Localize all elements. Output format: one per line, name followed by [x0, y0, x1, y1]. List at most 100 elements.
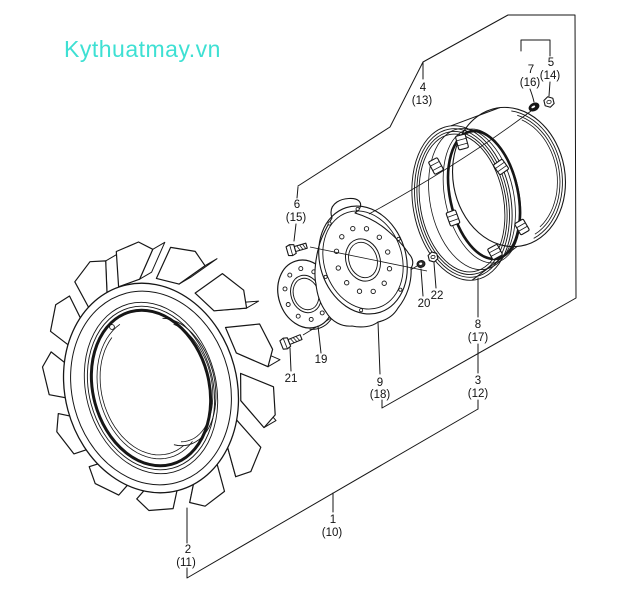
callout-5-alt: (14)	[540, 70, 561, 82]
rim-clip	[493, 158, 509, 176]
hub-rim-hole	[323, 274, 328, 279]
callout-6-alt: (15)	[286, 212, 307, 224]
hub-face-ring	[318, 205, 408, 315]
rim-front-ring	[414, 128, 510, 278]
callout-labels: 4 (13) 7 (16) 5 (14) 6 (15) 8 (17) 3 (12…	[176, 57, 560, 569]
tire	[41, 241, 281, 512]
callout-22: 22	[431, 290, 444, 302]
disc-bolt-hole	[319, 310, 325, 316]
rim-lock-ring-inner	[442, 128, 522, 264]
rim-clip	[455, 133, 469, 151]
rim-lock-ring	[446, 129, 522, 261]
hub-bolt-hole	[335, 265, 341, 271]
hub-bolt-hole	[376, 234, 382, 240]
hub-bolt-hole	[370, 288, 376, 295]
callout-21: 21	[285, 373, 298, 385]
tire-bead	[89, 308, 213, 468]
rim-clip	[487, 244, 503, 260]
wheel-hub	[314, 197, 414, 328]
callout-8: 8	[475, 319, 481, 331]
rim-well-ring	[428, 127, 516, 271]
leader-6	[293, 223, 297, 242]
hub-bolt-hole	[339, 234, 345, 240]
tire-valve-hole	[109, 324, 115, 330]
washer-7	[528, 102, 540, 112]
callout-2: 2	[185, 544, 191, 556]
tire-lug	[115, 241, 154, 288]
watermark-text: Kythuatmay.vn	[64, 36, 221, 62]
tire-far-bead	[173, 323, 214, 443]
callout-5: 5	[548, 57, 554, 69]
leader-1-line	[186, 408, 479, 579]
disc-bolt-hole	[298, 266, 304, 272]
leader-20	[420, 268, 424, 297]
hub-bolt-hole	[356, 288, 363, 294]
tire-lug	[224, 323, 274, 368]
leader-6-top	[296, 186, 299, 199]
callout-2-alt: (11)	[176, 557, 196, 569]
wheel-rim	[411, 106, 567, 281]
nut-5	[543, 96, 555, 108]
callout-1-alt: (10)	[322, 527, 343, 539]
rim-front-ring	[418, 133, 506, 273]
callout-9: 9	[377, 377, 383, 389]
callout-4: 4	[420, 82, 427, 94]
callout-7-alt: (16)	[520, 77, 541, 89]
tire-inner-arc	[99, 337, 185, 456]
callout-3: 3	[475, 375, 481, 387]
leader-5	[548, 81, 551, 97]
hub-bolt-hole	[381, 280, 387, 286]
bracket-line-main	[297, 14, 577, 409]
rim-clips	[428, 133, 530, 260]
leader-19	[317, 325, 322, 354]
callout-6: 6	[294, 199, 300, 211]
hub-bolt-hole	[385, 249, 391, 255]
rim-front-ring	[411, 125, 513, 281]
nut-22	[427, 251, 439, 263]
tire-bead-line	[83, 301, 219, 475]
hub-rim-hole	[327, 221, 332, 226]
callout-8-alt: (17)	[468, 332, 489, 344]
rim-barrel-top	[450, 107, 500, 127]
bolt-21	[279, 334, 303, 350]
rim-back-line	[517, 114, 561, 235]
tire-lug	[155, 246, 206, 285]
rim-back-line	[511, 110, 563, 239]
hub-outline	[314, 197, 414, 328]
disc-bolt-hole	[287, 272, 293, 278]
wheel-axis-line	[368, 110, 532, 215]
hub-rim-hole	[396, 236, 401, 241]
disc-bolt-hole	[282, 286, 288, 292]
tire-sidewall-line	[70, 290, 232, 486]
tire-bead-line	[86, 305, 216, 471]
disc-bolt-hole	[285, 302, 291, 307]
bolt-axis-line	[309, 246, 428, 272]
nut-20	[416, 260, 426, 268]
leader-9	[377, 321, 381, 375]
tire-lug	[240, 372, 276, 429]
hub-bolt-hole	[363, 226, 370, 232]
hub-bolt-hole	[344, 280, 350, 286]
callout-9-alt: (18)	[370, 389, 391, 401]
callout-3-alt: (12)	[468, 388, 489, 400]
callout-7: 7	[528, 64, 534, 76]
hub-face-detail	[318, 205, 408, 315]
leader-lines	[186, 14, 577, 579]
bracket-7-5	[520, 39, 551, 57]
hub-bolt-hole	[386, 266, 393, 272]
hub-bolt-hole	[350, 225, 356, 232]
callout-20: 20	[418, 298, 431, 310]
rim-back-edge	[451, 106, 567, 248]
rim-clip	[514, 218, 530, 236]
disc-bolt-hole	[295, 313, 301, 319]
hub-rim-hole	[359, 308, 364, 313]
leader-22	[433, 262, 437, 289]
rim-clip	[428, 157, 444, 175]
tire-lug	[194, 273, 248, 312]
hub-center-hole-inner	[348, 241, 378, 279]
rim-back-line	[521, 119, 558, 228]
fasteners	[279, 96, 555, 350]
tire-far-bead	[162, 317, 217, 447]
